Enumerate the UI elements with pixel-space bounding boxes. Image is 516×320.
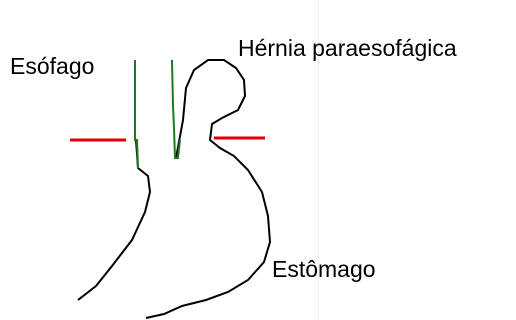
background-divider [318,0,319,320]
esophagus-left-wall [134,60,139,169]
stomach-outline [77,139,152,301]
hernia-outline [145,59,272,319]
label-esophagus: Esófago [10,53,94,79]
label-hernia: Hérnia paraesofágica [238,35,457,61]
esophagus-right-wall [171,59,181,159]
label-stomach: Estômago [272,256,376,282]
